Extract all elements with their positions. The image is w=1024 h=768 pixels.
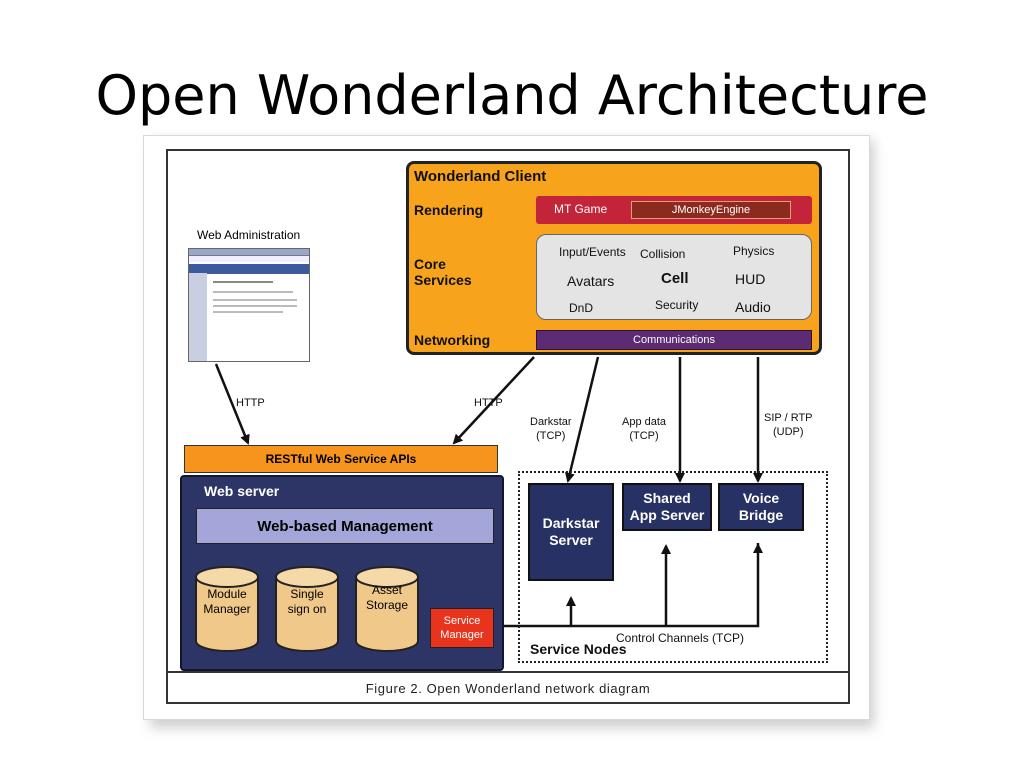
slide-title: Open Wonderland Architecture	[95, 64, 929, 127]
restful-apis-bar: RESTful Web Service APIs	[184, 445, 498, 473]
shared-app-server-box: Shared App Server	[622, 483, 712, 531]
caption-divider	[168, 671, 848, 673]
jmonkey-engine-box: JMonkeyEngine	[631, 201, 791, 219]
networking-label: Networking	[414, 332, 491, 348]
web-based-management-bar: Web-based Management	[196, 508, 494, 544]
architecture-figure: Wonderland Client Rendering MT Game JMon…	[143, 135, 870, 720]
figure-caption: Figure 2. Open Wonderland network diagra…	[365, 681, 651, 696]
avatars-label: Avatars	[567, 273, 615, 289]
sip-udp-label: SIP / RTP (UDP)	[764, 411, 813, 439]
single-sign-on-line1: Single	[290, 587, 324, 601]
physics-label: Physics	[733, 244, 775, 258]
security-label: Security	[655, 298, 699, 312]
asset-storage-label: Asset Storage	[354, 583, 420, 613]
shared-app-server-line2: App Server	[629, 507, 705, 523]
control-channels-line	[493, 543, 760, 628]
dnd-label: DnD	[569, 301, 594, 315]
service-nodes-region: Darkstar Server Shared App Server Voice …	[518, 471, 828, 663]
control-to-voice-arrowhead	[753, 543, 763, 553]
core-services-box: Input/Events Collision Physics Avatars C…	[536, 234, 812, 320]
web-admin-title: Web Administration	[197, 228, 301, 242]
diagram-frame: Wonderland Client Rendering MT Game JMon…	[166, 149, 850, 704]
service-manager-line2: Manager	[440, 629, 484, 641]
web-server-box: Web server Web-based Management Module M…	[180, 475, 504, 671]
sip-udp-line2: (UDP)	[772, 426, 804, 438]
service-nodes-title: Service Nodes	[530, 641, 627, 657]
collision-label: Collision	[640, 247, 686, 261]
http-left-arrow	[214, 363, 250, 445]
darkstar-tcp-label: Darkstar (TCP)	[530, 415, 572, 443]
module-manager-line1: Module	[207, 587, 247, 601]
core-label-line2: Services	[414, 272, 472, 288]
service-manager-box: Service Manager	[430, 608, 494, 648]
mt-game-label: MT Game	[554, 202, 608, 216]
hud-label: HUD	[735, 271, 766, 287]
asset-storage-line1: Asset	[371, 583, 402, 597]
http-left-label: HTTP	[236, 397, 265, 409]
darkstar-server-line1: Darkstar	[542, 515, 600, 531]
service-manager-line1: Service	[443, 615, 481, 627]
control-channels-label: Control Channels (TCP)	[616, 631, 745, 645]
darkstar-arrow	[565, 356, 600, 483]
http-right-arrow	[452, 356, 535, 445]
client-title: Wonderland Client	[414, 168, 547, 185]
voice-bridge-line1: Voice	[742, 490, 780, 506]
voice-bridge-box: Voice Bridge	[718, 483, 804, 531]
core-services-label: Core Services	[414, 256, 472, 288]
appdata-tcp-label: App data (TCP)	[622, 415, 666, 443]
communications-bar: Communications	[536, 330, 812, 350]
core-label-line1: Core	[414, 256, 446, 272]
http-right-label: HTTP	[474, 397, 503, 409]
module-manager-line2: Manager	[203, 602, 251, 616]
darkstar-tcp-line1: Darkstar	[530, 416, 572, 428]
single-sign-on-label: Single sign on	[274, 587, 340, 617]
module-manager-label: Module Manager	[194, 587, 260, 617]
web-admin-screenshot	[188, 248, 310, 362]
darkstar-tcp-line2: (TCP)	[536, 430, 566, 442]
sip-udp-line1: SIP / RTP	[764, 412, 813, 424]
asset-storage-cylinder-shape	[355, 566, 419, 652]
darkstar-server-box: Darkstar Server	[528, 483, 614, 581]
rendering-label: Rendering	[414, 202, 484, 218]
darkstar-server-line2: Server	[549, 532, 593, 548]
cell-label: Cell	[661, 270, 689, 287]
single-sign-on-cylinder-shape	[275, 566, 339, 652]
voice-bridge-line2: Bridge	[738, 507, 784, 523]
appdata-tcp-line2: (TCP)	[629, 430, 659, 442]
shared-app-server-line1: Shared	[643, 490, 691, 506]
web-server-title: Web server	[204, 483, 280, 499]
input-events-label: Input/Events	[559, 245, 626, 259]
asset-storage-line2: Storage	[365, 598, 409, 612]
module-manager-cylinder-shape	[195, 566, 259, 652]
appdata-tcp-line1: App data	[622, 416, 667, 428]
single-sign-on-line2: sign on	[287, 602, 327, 616]
audio-label: Audio	[735, 299, 771, 315]
rendering-bar: MT Game JMonkeyEngine	[536, 196, 812, 224]
wonderland-client: Wonderland Client Rendering MT Game JMon…	[406, 161, 822, 355]
